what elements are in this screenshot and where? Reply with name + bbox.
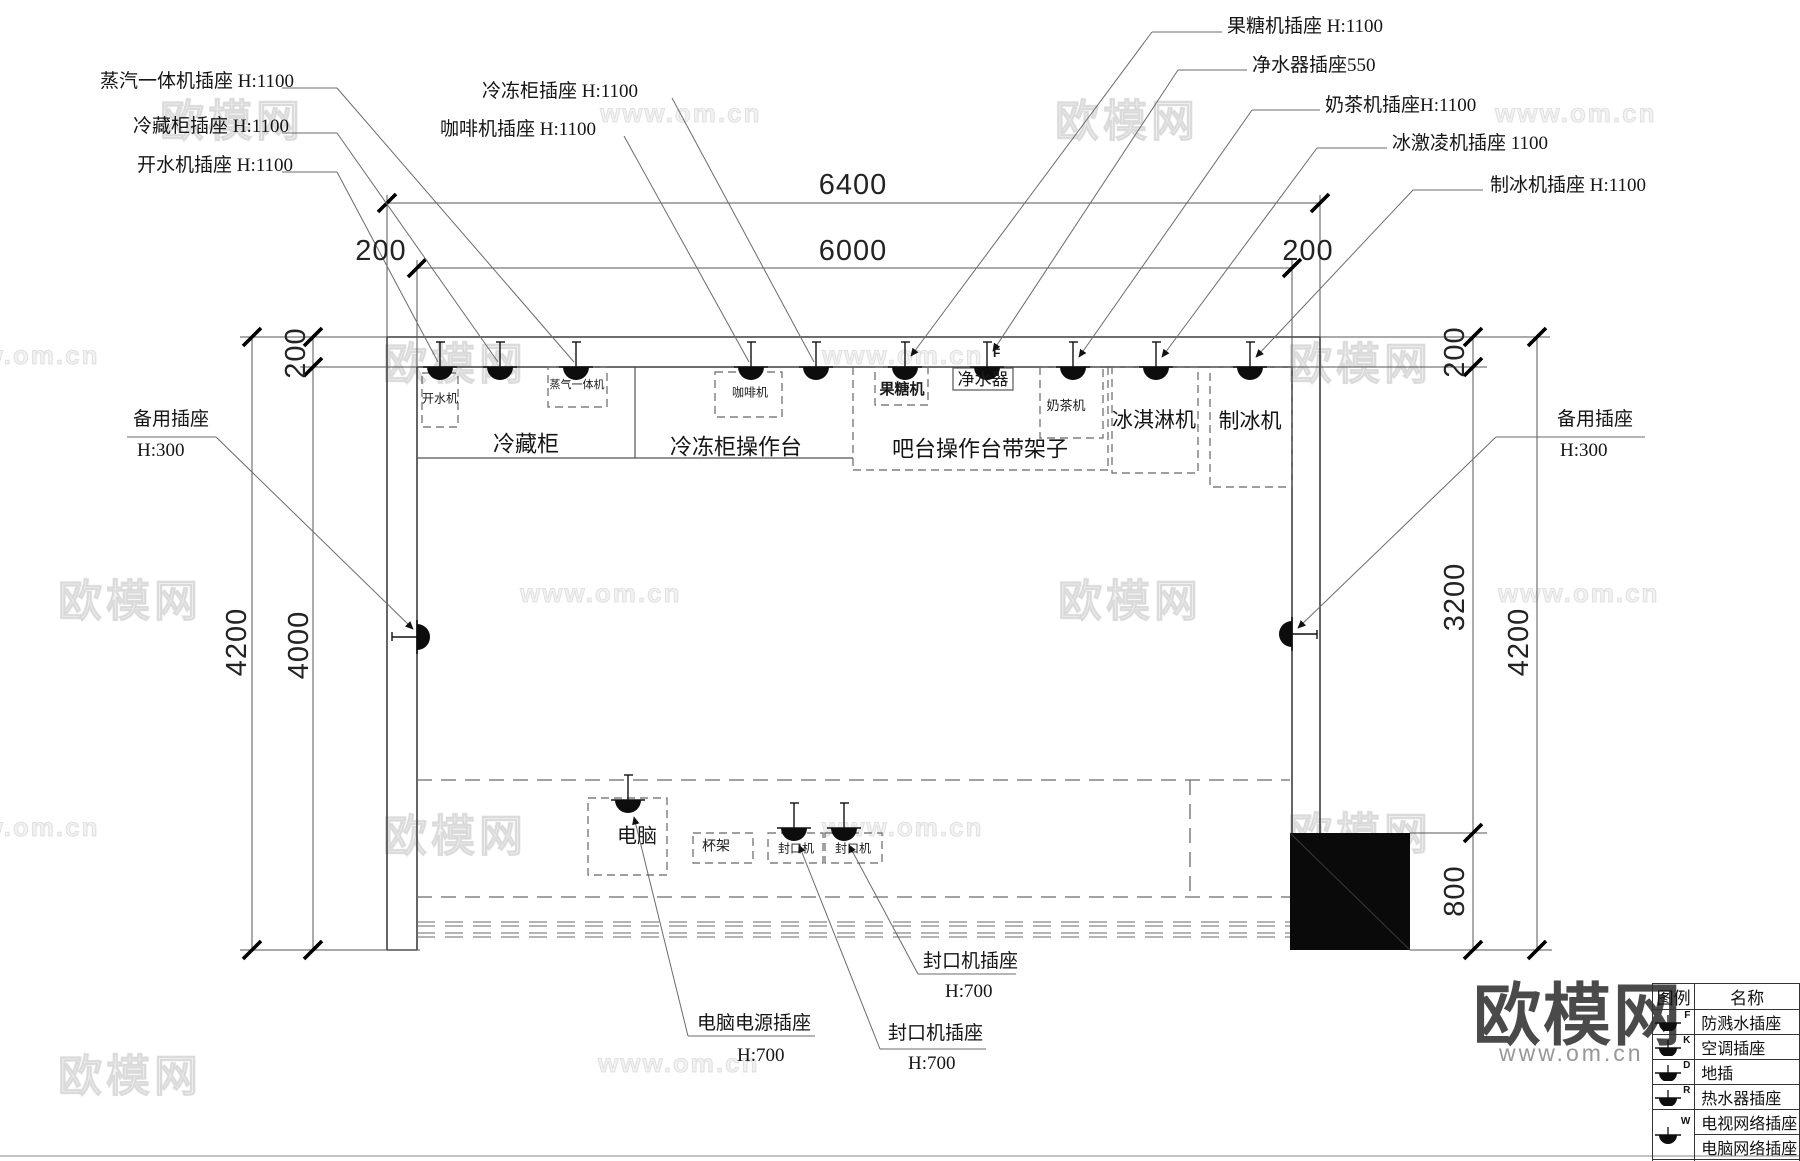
callout-ice-maker: 制冰机插座 H:1100 — [1490, 175, 1647, 196]
watermark-logo: 欧模网 — [58, 1052, 202, 1102]
equip-cup-rack: 杯架 — [702, 839, 730, 855]
dim-inner-width: 6000 — [818, 234, 888, 267]
section-freezer: 冷冻柜操作台 — [669, 434, 803, 460]
socket-icon-coffee — [733, 341, 769, 381]
site-logo: 欧模网 — [1473, 978, 1684, 1054]
watermark-logo: 欧模网 — [1288, 340, 1432, 390]
legend-symbol-splashproof-icon: F — [1651, 1009, 1696, 1035]
socket-f-mark: F — [993, 346, 1001, 360]
legend-symbol-heater-icon: R — [1651, 1084, 1696, 1110]
equip-purifier: 净水器 — [957, 370, 1009, 390]
socket-icon-computer — [610, 774, 646, 814]
site-url: www.om.cn — [1499, 1040, 1644, 1066]
legend-letter: D — [1683, 1060, 1691, 1071]
watermark-logo: 欧模网 — [1055, 97, 1199, 147]
section-fridge: 冷藏柜 — [492, 431, 560, 457]
callout-coffee: 咖啡机插座 H:1100 — [440, 119, 597, 140]
callout-purifier: 净水器插座550 — [1252, 55, 1376, 76]
watermark-url: www.om.cn — [1495, 98, 1657, 129]
callout-sealer-upper: 封口机插座 — [923, 951, 1019, 972]
callout-ice-cream: 冰激凌机插座 1100 — [1392, 133, 1549, 154]
dim-right-room: 3200 — [1438, 562, 1471, 632]
socket-icon-ice-maker — [1232, 341, 1268, 381]
section-ice-cream: 冰淇淋机 — [1112, 407, 1196, 432]
legend-name-floor: 地插 — [1694, 1059, 1800, 1085]
equip-boiler: 开水机 — [421, 391, 459, 406]
callout-fridge: 冷藏柜插座 H:1100 — [133, 116, 290, 137]
legend-name-aircon: 空调插座 — [1694, 1034, 1800, 1060]
dim-left-outer: 4200 — [220, 607, 253, 677]
legend-name-tv-network: 电视网络插座 — [1694, 1109, 1800, 1135]
dim-right-counter: 800 — [1438, 865, 1471, 917]
socket-icon-sealer-2 — [826, 802, 862, 842]
socket-icon-freezer — [798, 341, 834, 381]
watermark-url: www.om.cn — [0, 340, 100, 371]
watermark-logo: 欧模网 — [383, 812, 527, 862]
callout-milk-tea: 奶茶机插座H:1100 — [1325, 95, 1477, 116]
callout-sealer-lower: 封口机插座 — [888, 1023, 984, 1044]
dim-wall-right-200: 200 — [1438, 326, 1471, 378]
legend-name-splashproof: 防溅水插座 — [1694, 1009, 1800, 1035]
dim-gap-left: 200 — [355, 234, 407, 267]
callout-sealer-upper-h: H:700 — [945, 981, 993, 1002]
legend-letter: R — [1683, 1085, 1691, 1096]
socket-icon-boiler — [422, 341, 458, 381]
equip-coffee: 咖啡机 — [731, 385, 769, 400]
watermark-logo: 欧模网 — [160, 97, 304, 147]
socket-icon-spare-right — [1278, 616, 1318, 652]
callout-sealer-lower-h: H:700 — [908, 1053, 956, 1074]
dim-right-outer: 4200 — [1502, 607, 1535, 677]
dim-overall-width: 6400 — [818, 168, 888, 201]
callout-computer-power: 电脑电源插座 — [697, 1013, 812, 1034]
equip-fructose: 果糖机 — [879, 382, 925, 399]
legend-name-heater: 热水器插座 — [1694, 1084, 1800, 1110]
dim-left-inner: 4000 — [282, 610, 315, 680]
socket-icon-spare-left — [391, 619, 431, 655]
legend-header-name: 名称 — [1694, 983, 1800, 1010]
legend-header-symbol: 图例 — [1651, 983, 1696, 1010]
legend-symbol-aircon-icon: K — [1651, 1034, 1696, 1060]
dim-gap-right: 200 — [1282, 234, 1334, 267]
legend-symbol-floor-icon: D — [1651, 1059, 1696, 1085]
equip-steam: 蒸气一体机 — [549, 379, 605, 392]
equip-sealer-2: 封口机 — [834, 841, 872, 856]
callout-fructose: 果糖机插座 H:1100 — [1227, 16, 1384, 37]
callout-spare-left: 备用插座 — [133, 409, 210, 430]
callout-spare-right: 备用插座 — [1557, 409, 1634, 430]
watermark-url: www.om.cn — [0, 812, 100, 843]
legend-letter: K — [1683, 1035, 1691, 1046]
callout-steam-machine: 蒸汽一体机插座 H:1100 — [100, 71, 295, 92]
callout-spare-left-h: H:300 — [137, 440, 185, 461]
socket-icon-milk-tea — [1055, 341, 1091, 381]
section-ice-maker: 制冰机 — [1218, 408, 1282, 433]
callout-spare-right-h: H:300 — [1560, 440, 1608, 461]
watermark-url: www.om.cn — [520, 578, 682, 609]
section-bar: 吧台操作台带架子 — [891, 436, 1069, 462]
callout-freezer: 冷冻柜插座 H:1100 — [482, 81, 639, 102]
watermark-url: www.om.cn — [1498, 578, 1660, 609]
socket-icon-steam — [558, 341, 594, 381]
equip-sealer-1: 封口机 — [777, 841, 815, 856]
column-block — [1289, 832, 1411, 951]
legend-letter: F — [1684, 1010, 1691, 1021]
callout-computer-power-h: H:700 — [737, 1045, 785, 1066]
socket-icon-ice-cream — [1138, 341, 1174, 381]
legend-table: 图例 名称 F 防溅水插座 K 空调插座 D 地插 — [1651, 983, 1800, 1161]
legend-symbol-general-icon — [1651, 1159, 1696, 1161]
watermark-url: www.om.cn — [822, 340, 984, 371]
legend-letter: W — [1680, 1116, 1691, 1127]
legend-name-general: 一般插座 — [1694, 1159, 1800, 1161]
equip-milk-tea: 奶茶机 — [1046, 398, 1086, 414]
dim-wall-left-200: 200 — [279, 327, 312, 379]
socket-icon-sealer-1 — [776, 802, 812, 842]
legend-symbol-network-icon: W — [1651, 1109, 1696, 1160]
watermark-url: www.om.cn — [598, 1048, 760, 1079]
equip-computer: 电脑 — [617, 825, 657, 848]
callout-boiler: 开水机插座 H:1100 — [137, 155, 294, 176]
watermark-logo: 欧模网 — [58, 577, 202, 627]
watermark-logo: 欧模网 — [1058, 577, 1202, 627]
legend-name-pc-network: 电脑网络插座 — [1694, 1134, 1800, 1160]
